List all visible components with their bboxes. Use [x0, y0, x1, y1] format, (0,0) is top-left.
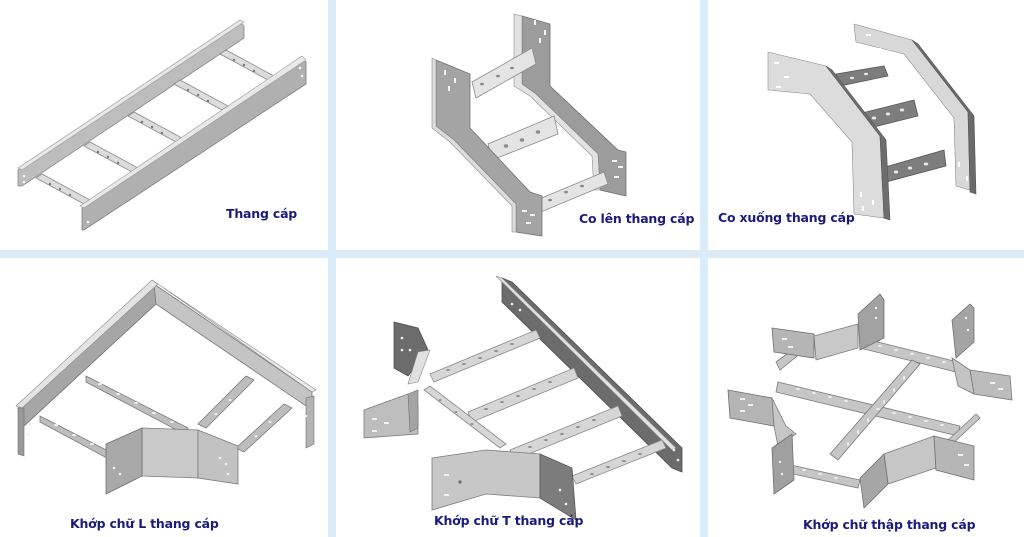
product-caption: Khớp chữ T thang cáp [434, 513, 584, 528]
cable-ladder-l-junction-icon [15, 279, 317, 495]
product-card-co-xuong: Co xuống thang cáp [708, 0, 1024, 250]
product-card-khop-thap: Khớp chữ thập thang cáp [708, 258, 1024, 537]
cable-ladder-straight-icon [17, 19, 307, 231]
product-caption: Co lên thang cáp [579, 211, 695, 226]
cable-ladder-vertical-down-bend-icon [767, 23, 977, 221]
cable-ladder-cross-junction-icon [727, 293, 1013, 509]
cable-ladder-vertical-up-bend-icon [431, 13, 627, 237]
product-card-khop-l: Khớp chữ L thang cáp [0, 258, 328, 537]
product-card-thang-cap: Thang cáp [0, 0, 328, 250]
product-card-co-len: Co lên thang cáp [336, 0, 700, 250]
product-caption: Co xuống thang cáp [718, 210, 855, 225]
product-caption: Thang cáp [226, 206, 298, 221]
product-caption: Khớp chữ L thang cáp [70, 516, 219, 531]
cable-ladder-t-junction-icon [363, 275, 683, 521]
product-card-khop-t: Khớp chữ T thang cáp [336, 258, 700, 537]
product-caption: Khớp chữ thập thang cáp [803, 517, 976, 532]
